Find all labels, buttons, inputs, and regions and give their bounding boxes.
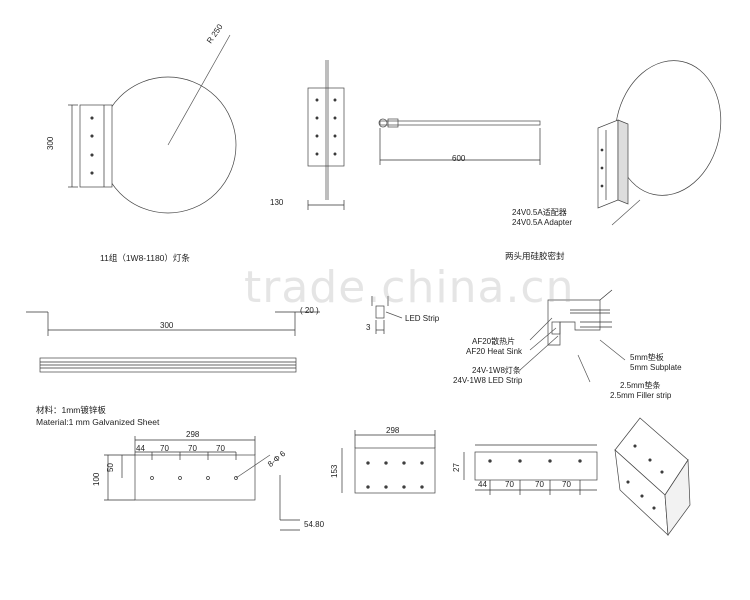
plate-front-view bbox=[341, 430, 436, 494]
pitch-label: 70 bbox=[562, 480, 571, 489]
side-height-label: 27 bbox=[452, 463, 461, 472]
bracket-width-label: 298 bbox=[186, 430, 200, 439]
sign-perspective-view bbox=[597, 60, 722, 226]
pitch-label: 70 bbox=[505, 480, 514, 489]
filler-cn-label: 2.5mm垫条 bbox=[620, 381, 661, 390]
led-strip-en-label: 24V-1W8 LED Strip bbox=[453, 376, 523, 385]
foot-length-label: 54.80 bbox=[304, 520, 325, 529]
plate-height-label: 153 bbox=[330, 464, 339, 478]
pitch-label: 44 bbox=[136, 444, 145, 453]
watermark: trade.china.cn bbox=[244, 262, 575, 313]
filler-en-label: 2.5mm Filler strip bbox=[610, 391, 672, 400]
heat-sink-en-label: AF20 Heat Sink bbox=[466, 347, 523, 356]
bracket-perspective-view bbox=[614, 417, 691, 536]
material-en-label: Material:1 mm Galvanized Sheet bbox=[36, 417, 160, 427]
pitch-label: 70 bbox=[216, 444, 225, 453]
material-cn-label: 材料：1mm镀锌板 bbox=[36, 405, 106, 415]
adapter-en-label: 24V0.5A Adapter bbox=[512, 218, 573, 227]
pitch-label: 70 bbox=[160, 444, 169, 453]
bracket-offset-label: 50 bbox=[106, 463, 115, 472]
subplate-en-label: 5mm Subplate bbox=[630, 363, 682, 372]
led-strip-cn-label: 24V-1W8灯条 bbox=[472, 366, 521, 375]
led-group-caption: 11组（1W8-1180）灯条 bbox=[100, 253, 190, 263]
width-130-label: 130 bbox=[270, 198, 284, 207]
bracket-height-label: 100 bbox=[92, 472, 101, 486]
round-sign-front-view bbox=[68, 34, 237, 214]
led-strip-section bbox=[371, 296, 403, 334]
strip-dim-label: 3 bbox=[366, 323, 371, 332]
plate-width-label: 298 bbox=[386, 426, 400, 435]
subplate-cn-label: 5mm垫板 bbox=[630, 353, 664, 362]
bracket-flat-pattern bbox=[104, 436, 300, 531]
length-600-label: 600 bbox=[452, 154, 466, 163]
seal-caption: 两头用硅胶密封 bbox=[505, 251, 565, 261]
led-strip-label: LED Strip bbox=[405, 314, 440, 323]
pole-top-view bbox=[378, 118, 541, 165]
bracket-side-view bbox=[463, 444, 598, 495]
sign-side-view bbox=[307, 60, 345, 210]
heat-sink-section bbox=[519, 289, 626, 383]
strip-end-label: ( 20 ) bbox=[300, 306, 319, 315]
strip-length-label: 300 bbox=[160, 321, 174, 330]
heat-sink-cn-label: AF20散热片 bbox=[472, 337, 516, 346]
height-label: 300 bbox=[46, 136, 55, 150]
pitch-label: 70 bbox=[535, 480, 544, 489]
adapter-cn-label: 24V0.5A适配器 bbox=[512, 208, 567, 217]
strip-dimension-view bbox=[26, 311, 320, 336]
pitch-label: 44 bbox=[478, 480, 487, 489]
pitch-label: 70 bbox=[188, 444, 197, 453]
led-bar-view bbox=[39, 357, 297, 373]
